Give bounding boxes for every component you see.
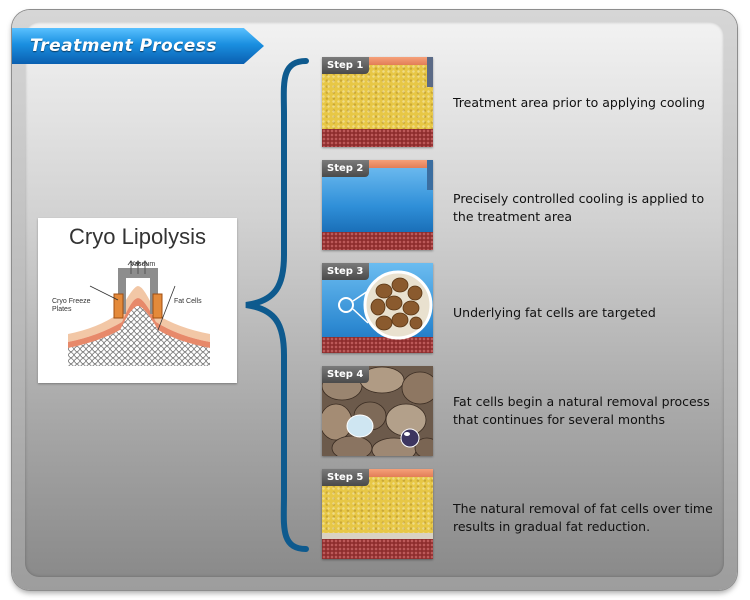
step-2-image: Step 2 <box>322 160 433 250</box>
step-1-description: Treatment area prior to applying cooling <box>453 95 705 110</box>
step-5-image: Step 5 <box>322 469 433 559</box>
step-3-description: Underlying fat cells are targeted <box>453 305 656 320</box>
applicator-illustration <box>68 260 210 366</box>
step-4-description: Fat cells begin a natural removal proces… <box>453 394 710 427</box>
step-4-label: Step 4 <box>322 366 370 383</box>
step-5-label: Step 5 <box>322 469 370 486</box>
diagram-title: Cryo Lipolysis <box>69 224 206 249</box>
curly-brace <box>245 58 309 552</box>
vacuum-label: Vacuum <box>130 261 156 268</box>
cryo-lipolysis-diagram: Cryo Lipolysis Vacuum Cryo Freeze Plates… <box>38 218 237 383</box>
step-3-label: Step 3 <box>322 263 370 280</box>
fat-cells-label: Fat Cells <box>174 298 202 305</box>
step-5-description: The natural removal of fat cells over ti… <box>453 501 713 534</box>
step-3-image: Step 3 <box>322 263 433 353</box>
cryo-freeze-plates-label: Cryo Freeze Plates <box>52 298 91 313</box>
title-banner <box>12 28 264 64</box>
step-4-image: Step 4 <box>322 366 433 456</box>
page-title: Treatment Process <box>30 36 217 56</box>
step-1-image: Step 1 <box>322 57 433 147</box>
step-2-description: Precisely controlled cooling is applied … <box>453 191 705 224</box>
step-1-label: Step 1 <box>322 57 370 74</box>
fat-cells-magnified <box>338 270 433 340</box>
step-2-label: Step 2 <box>322 160 370 177</box>
